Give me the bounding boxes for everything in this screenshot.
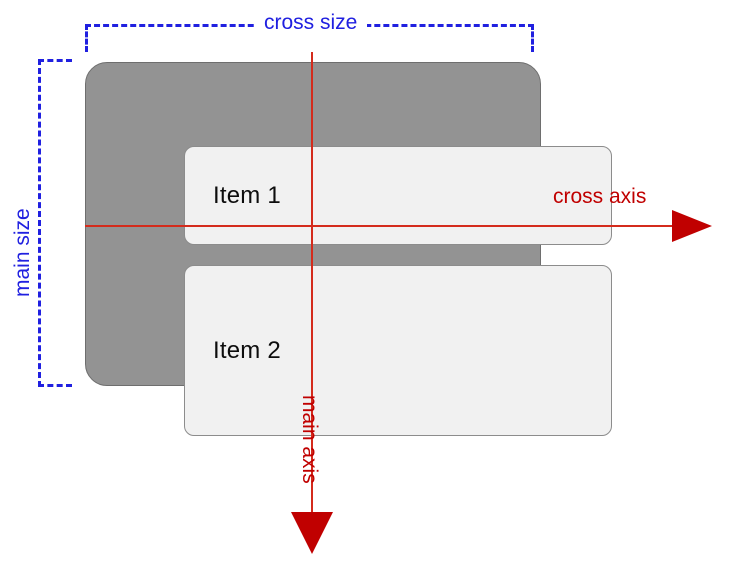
main-size-bracket-left — [38, 59, 41, 387]
cross-size-bracket-left-tick — [85, 24, 88, 52]
cross-axis-line — [85, 225, 695, 227]
cross-size-label: cross size — [254, 12, 368, 33]
main-axis-line — [311, 52, 313, 518]
main-size-label: main size — [11, 200, 34, 305]
main-size-bracket-top-tick — [38, 59, 72, 62]
main-size-bracket-bottom-tick — [38, 384, 72, 387]
main-axis-label: main axis — [298, 395, 321, 484]
flex-item-1: Item 1 — [184, 146, 612, 245]
flex-item-2: Item 2 — [184, 265, 612, 436]
flex-item-2-label: Item 2 — [213, 336, 281, 364]
cross-size-bracket-right-tick — [531, 24, 534, 52]
main-axis-arrowhead-icon — [291, 512, 333, 554]
cross-axis-label: cross axis — [553, 185, 647, 208]
flex-container: Item 1 Item 2 — [85, 62, 612, 436]
cross-axis-arrowhead-icon — [672, 210, 712, 242]
flex-item-1-label: Item 1 — [213, 181, 281, 209]
